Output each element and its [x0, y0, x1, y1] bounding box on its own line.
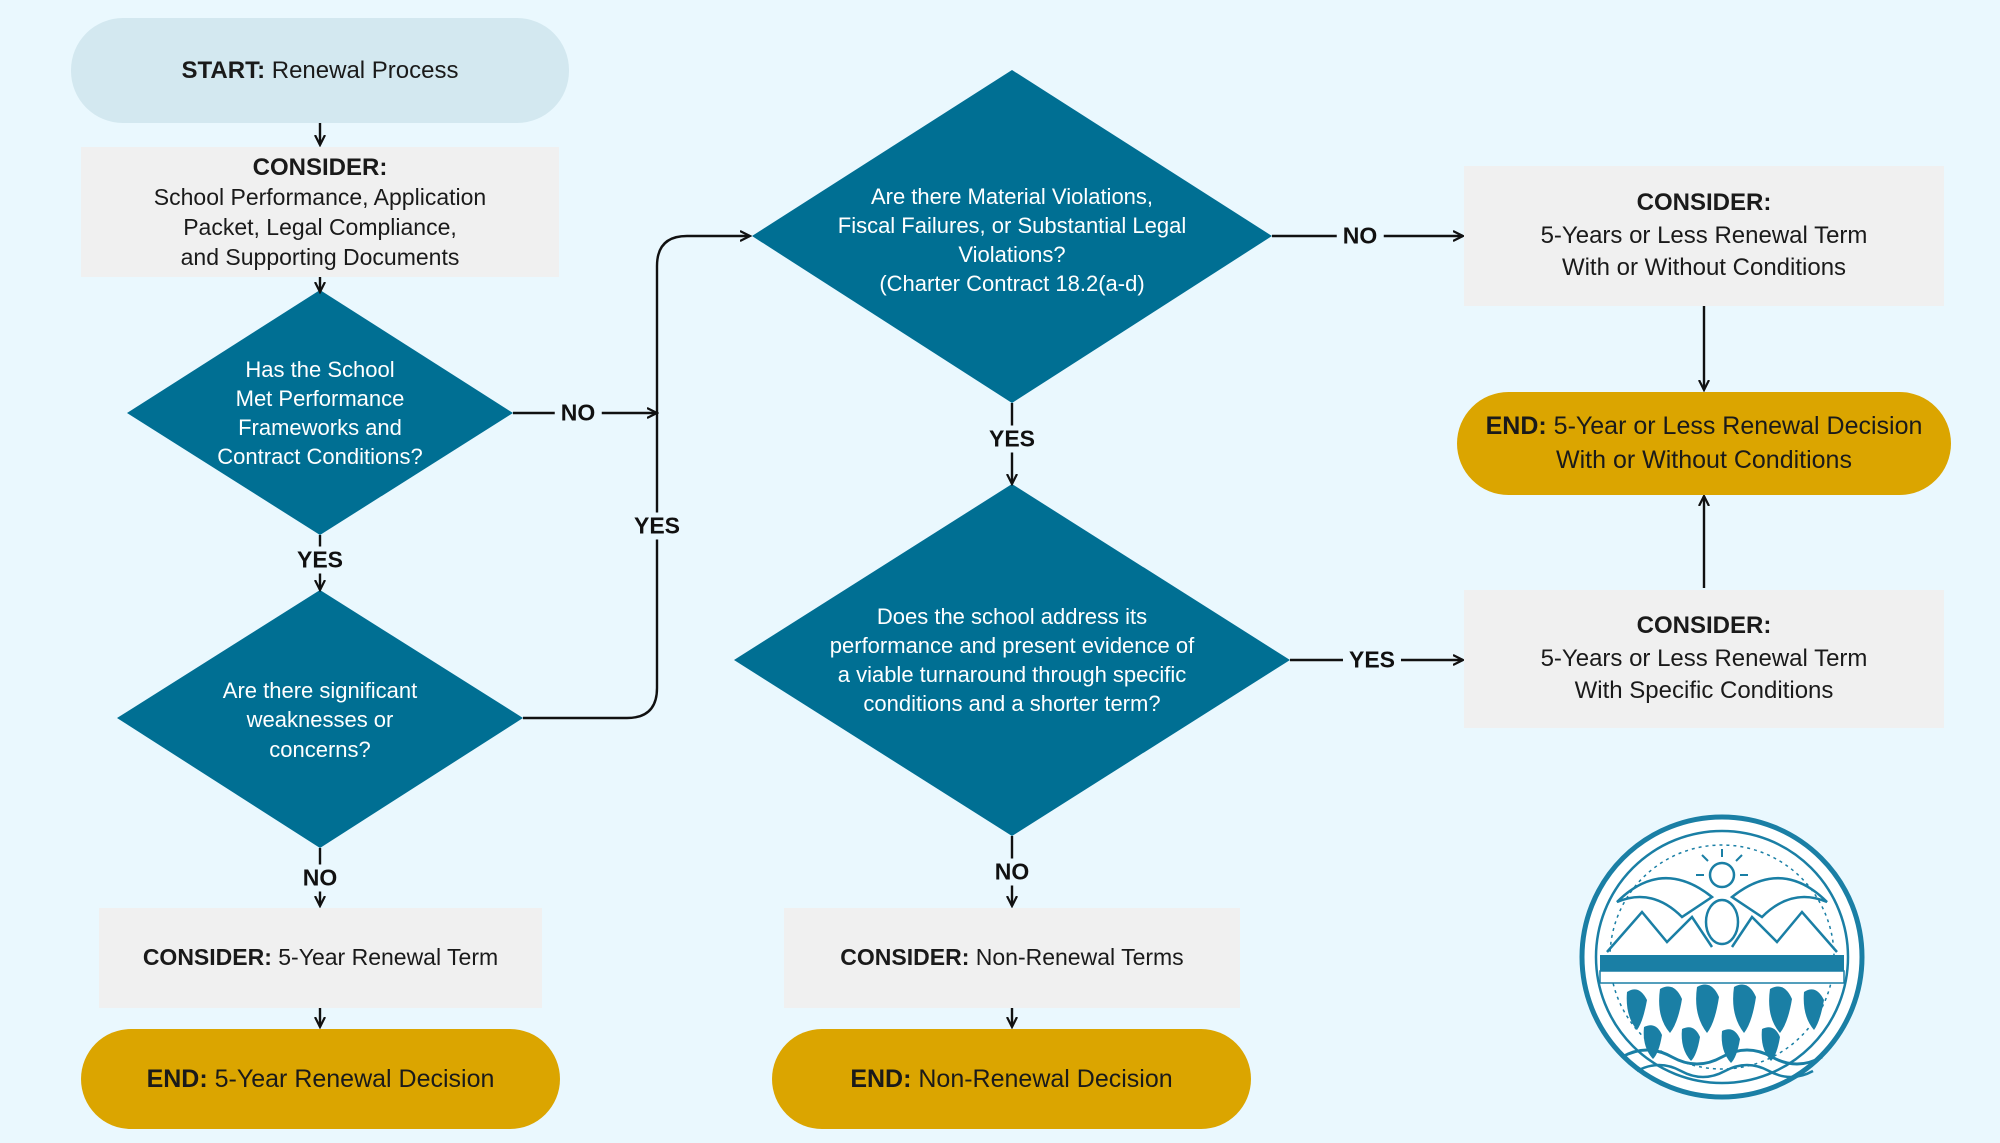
- start-node: START: Renewal Process: [71, 18, 569, 123]
- consider-nonrenewal-box: CONSIDER: Non-Renewal Terms: [784, 908, 1240, 1008]
- edge-label-yes-turnaround: YES: [1342, 646, 1402, 674]
- diamond-performance: [127, 290, 513, 535]
- start-text: Renewal Process: [271, 56, 459, 84]
- consider-main-line-3: and Supporting Documents: [180, 243, 460, 270]
- diamond-turnaround: [734, 484, 1290, 836]
- consider-main-line-1: School Performance, Application: [153, 183, 487, 210]
- edge-label-no-turnaround: NO: [988, 858, 1036, 886]
- end-5yr-node: END: 5-Year Renewal Decision: [81, 1029, 560, 1129]
- edge-label-yes-weaknesses: YES: [627, 512, 687, 540]
- edge-label-no-performance: NO: [554, 399, 602, 427]
- diamond-violations: [752, 70, 1272, 403]
- question-turnaround: Does the school address its performance …: [829, 603, 1195, 717]
- edge-label-no-violations: NO: [1336, 222, 1384, 250]
- consider-main-label: CONSIDER:: [252, 153, 388, 181]
- arrow-weaknesses-yes: [523, 236, 750, 720]
- commission-seal-icon: [1579, 814, 1865, 1100]
- end-less-node: END: 5-Year or Less Renewal Decision Wit…: [1457, 392, 1951, 495]
- consider-specific-box: CONSIDER: 5-Years or Less Renewal Term W…: [1464, 590, 1944, 728]
- start-label: START:: [181, 56, 266, 84]
- end-nonrenewal-node: END: Non-Renewal Decision: [772, 1029, 1251, 1129]
- consider-main-box: CONSIDER: School Performance, Applicatio…: [81, 147, 559, 277]
- diamond-weaknesses: [117, 590, 523, 848]
- question-weaknesses: Are there significant weaknesses or conc…: [222, 678, 418, 762]
- consider-5yr-box: CONSIDER: 5-Year Renewal Term: [99, 908, 542, 1008]
- consider-main-line-2: Packet, Legal Compliance,: [183, 213, 457, 240]
- edge-label-no-weaknesses: NO: [296, 864, 344, 892]
- consider-without-box: CONSIDER: 5-Years or Less Renewal Term W…: [1464, 166, 1944, 306]
- question-performance: Has the School Met Performance Framework…: [217, 356, 423, 470]
- question-violations: Are there Material Violations, Fiscal Fa…: [837, 183, 1187, 297]
- edge-label-yes-performance: YES: [290, 546, 350, 574]
- edge-label-yes-violations: YES: [982, 425, 1042, 453]
